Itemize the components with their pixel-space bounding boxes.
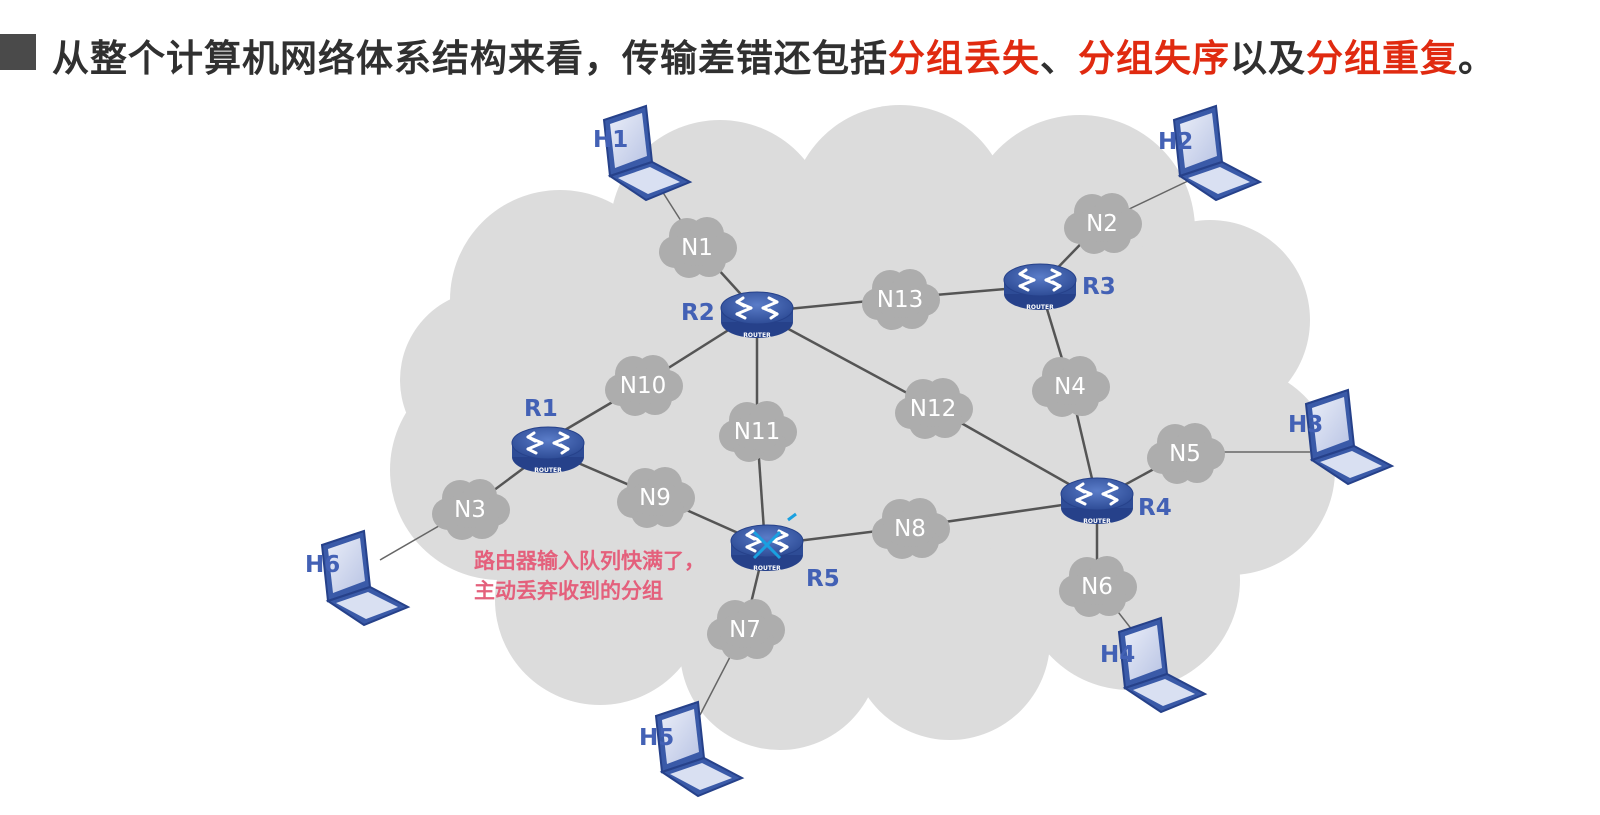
label-r1: R1 <box>524 396 558 422</box>
router-drop-note-line2: 主动丢弃收到的分组 <box>474 579 663 603</box>
label-n6: N6 <box>1081 574 1113 600</box>
title-highlight-packet-duplicate: 分组重复 <box>1306 37 1458 80</box>
label-n1: N1 <box>681 235 713 261</box>
label-h6: H6 <box>305 552 340 578</box>
title-bar: 从整个计算机网络体系结构来看，传输差错还包括分组丢失、分组失序以及分组重复。 <box>0 14 1600 80</box>
label-h2: H2 <box>1158 129 1193 155</box>
label-h4: H4 <box>1100 642 1135 668</box>
label-h5: H5 <box>639 725 674 751</box>
title-bullet-icon <box>0 34 36 70</box>
router-r2: ROUTER <box>719 290 795 340</box>
label-r5: R5 <box>806 566 840 592</box>
label-n9: N9 <box>639 485 671 511</box>
title-part2: 以及 <box>1230 37 1306 80</box>
label-n10: N10 <box>620 373 666 399</box>
title-end: 。 <box>1458 37 1496 80</box>
router-drop-note-line1: 路由器输入队列快满了， <box>474 549 705 573</box>
title-separator: 、 <box>1040 37 1078 80</box>
router-r3: ROUTER <box>1002 262 1078 312</box>
label-r2: R2 <box>681 300 715 326</box>
router-drop-note: 路由器输入队列快满了， 主动丢弃收到的分组 <box>474 546 705 606</box>
label-n7: N7 <box>729 617 761 643</box>
packet-drop-mark-icon <box>752 512 797 560</box>
page-title: 从整个计算机网络体系结构来看，传输差错还包括分组丢失、分组失序以及分组重复。 <box>52 28 1496 82</box>
router-r4-caption: ROUTER <box>1083 518 1111 525</box>
title-highlight-packet-loss: 分组丢失 <box>888 37 1040 80</box>
host-h6-laptop-icon <box>321 530 409 626</box>
title-highlight-packet-disorder: 分组失序 <box>1078 37 1230 80</box>
label-n5: N5 <box>1169 441 1201 467</box>
label-n4: N4 <box>1054 374 1086 400</box>
label-r3: R3 <box>1082 274 1116 300</box>
router-r5: ROUTER <box>729 512 805 573</box>
label-n8: N8 <box>894 516 926 542</box>
label-r4: R4 <box>1138 495 1172 521</box>
label-n12: N12 <box>910 396 956 422</box>
router-r4: ROUTER <box>1059 476 1135 526</box>
router-r5-caption: ROUTER <box>753 565 781 572</box>
label-n11: N11 <box>734 419 780 445</box>
label-n13: N13 <box>877 287 923 313</box>
label-h1: H1 <box>593 127 628 153</box>
title-part1: 从整个计算机网络体系结构来看，传输差错还包括 <box>52 37 888 80</box>
label-n2: N2 <box>1086 211 1118 237</box>
router-r1-caption: ROUTER <box>534 467 562 474</box>
internet-cloud <box>390 105 1335 750</box>
label-h3: H3 <box>1288 412 1323 438</box>
router-r3-caption: ROUTER <box>1026 304 1054 311</box>
router-r2-caption: ROUTER <box>743 332 771 339</box>
label-n3: N3 <box>454 497 486 523</box>
router-r1: ROUTER <box>510 425 586 475</box>
